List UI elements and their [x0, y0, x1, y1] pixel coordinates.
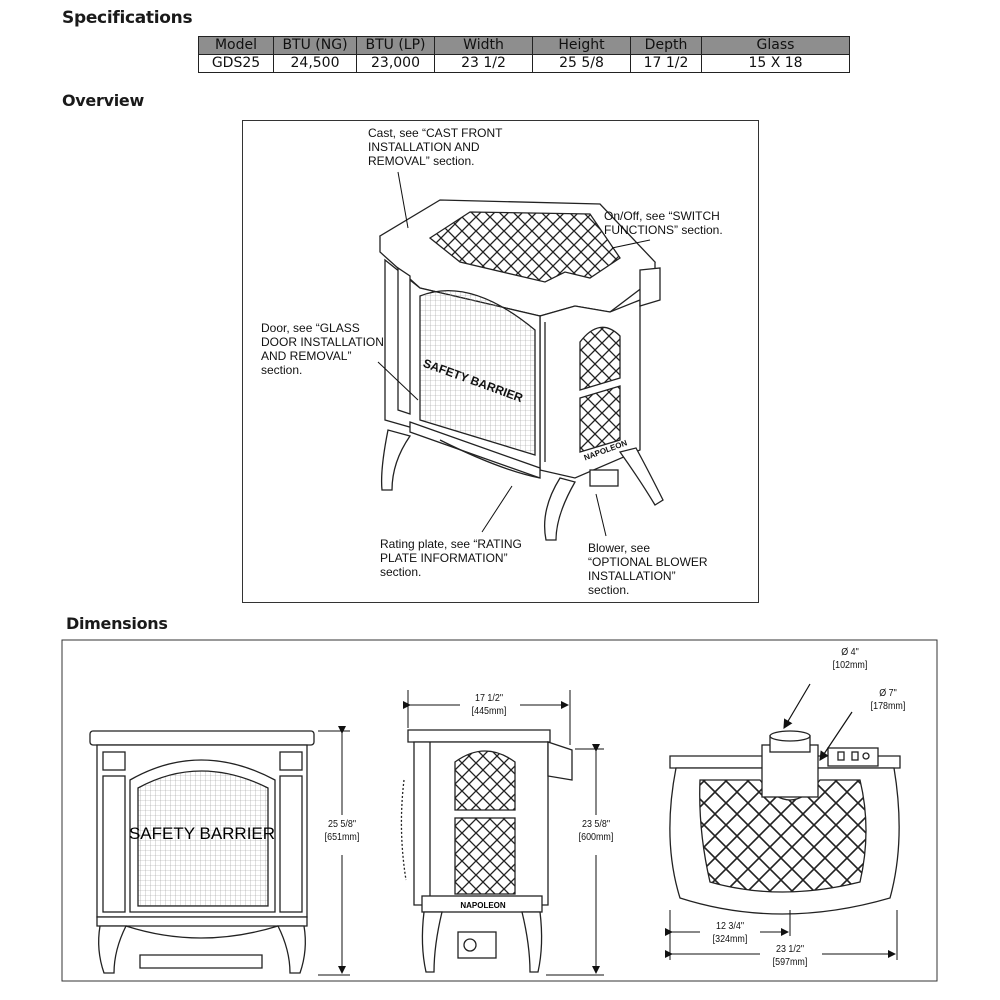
- door-label-line: section.: [261, 363, 303, 377]
- top-width-dims: [665, 910, 898, 960]
- overview-heading: Overview: [62, 91, 144, 110]
- cell-depth: 17 1/2: [630, 54, 702, 73]
- vent-inner-value: Ø 4": [841, 646, 859, 658]
- rating-plate-label: Rating plate, see “RATING PLATE INFORMAT…: [380, 537, 522, 579]
- blower-label-line: “OPTIONAL BLOWER: [588, 555, 708, 569]
- cell-height: 25 5/8: [532, 54, 631, 73]
- side-brand-text: NAPOLEON: [460, 901, 506, 910]
- onoff-label-line: On/Off, see “SWITCH: [604, 209, 720, 223]
- vent-inner-label: Ø 4" [102mm]: [825, 646, 876, 672]
- door-label: Door, see “GLASS DOOR INSTALLATION AND R…: [261, 321, 384, 377]
- cell-btu-lp: 23,000: [356, 54, 435, 73]
- cell-glass: 15 X 18: [701, 54, 850, 73]
- overview-leaders: [377, 171, 651, 537]
- top-full-width-value: 23 1/2": [776, 943, 804, 955]
- side-view-drawing: [400, 729, 573, 973]
- dimensions-frame: [61, 639, 938, 982]
- front-height-label: 25 5/8" [651mm]: [317, 818, 368, 844]
- door-label-line: DOOR INSTALLATION: [261, 335, 384, 349]
- cast-front-label-line: Cast, see “CAST FRONT: [368, 126, 503, 140]
- blower-label-line: Blower, see: [588, 541, 651, 555]
- vent-inner-mm: [102mm]: [832, 659, 868, 671]
- door-label-line: Door, see “GLASS: [261, 321, 360, 335]
- vent-outer-mm: [178mm]: [870, 700, 906, 712]
- rating-plate-label-line: section.: [380, 565, 422, 579]
- dimensions-heading: Dimensions: [66, 614, 168, 633]
- side-height-value: 23 5/8": [582, 818, 610, 830]
- side-height-dim: [546, 744, 604, 976]
- col-height: Height: [532, 36, 631, 55]
- blower-label-line: section.: [588, 583, 630, 597]
- rating-plate-label-line: Rating plate, see “RATING: [380, 537, 522, 551]
- blower-label-line: INSTALLATION”: [588, 569, 676, 583]
- side-height-mm: [600mm]: [578, 831, 614, 843]
- front-height-dim: [318, 726, 350, 976]
- side-depth-value: 17 1/2": [475, 692, 503, 704]
- side-depth-mm: [445mm]: [471, 705, 507, 717]
- front-view-drawing: [89, 730, 315, 974]
- col-model: Model: [198, 36, 274, 55]
- onoff-label: On/Off, see “SWITCH FUNCTIONS” section.: [604, 209, 723, 237]
- cast-front-label-line: REMOVAL” section.: [368, 154, 475, 168]
- specifications-table: Model BTU (NG) BTU (LP) Width Height Dep…: [198, 36, 850, 73]
- spec-header-row: Model BTU (NG) BTU (LP) Width Height Dep…: [198, 36, 850, 55]
- cell-btu-ng: 24,500: [273, 54, 357, 73]
- specifications-heading: Specifications: [62, 8, 193, 28]
- top-leaders: [783, 683, 853, 761]
- cell-model: GDS25: [198, 54, 274, 73]
- vent-outer-label: Ø 7" [178mm]: [863, 687, 914, 713]
- top-full-width-label: 23 1/2" [597mm]: [765, 943, 816, 969]
- cell-width: 23 1/2: [434, 54, 533, 73]
- front-height-value: 25 5/8": [328, 818, 356, 830]
- front-barrier-text: SAFETY BARRIER: [129, 824, 275, 843]
- vent-outer-value: Ø 7": [879, 687, 897, 699]
- top-half-width-value: 12 3/4": [716, 920, 744, 932]
- rating-plate-label-line: PLATE INFORMATION”: [380, 551, 508, 565]
- cast-front-label-line: INSTALLATION AND: [368, 140, 480, 154]
- top-view-drawing: [669, 730, 901, 915]
- side-depth-dim: [403, 690, 571, 745]
- top-full-width-mm: [597mm]: [772, 956, 808, 968]
- top-half-width-label: 12 3/4" [324mm]: [705, 920, 756, 946]
- col-glass: Glass: [701, 36, 850, 55]
- top-half-width-mm: [324mm]: [712, 933, 748, 945]
- side-depth-label: 17 1/2" [445mm]: [464, 692, 515, 718]
- front-height-mm: [651mm]: [324, 831, 360, 843]
- cast-front-label: Cast, see “CAST FRONT INSTALLATION AND R…: [368, 126, 502, 168]
- col-width: Width: [434, 36, 533, 55]
- door-label-line: AND REMOVAL”: [261, 349, 352, 363]
- spec-data-row: GDS25 24,500 23,000 23 1/2 25 5/8 17 1/2…: [198, 54, 850, 73]
- side-height-label: 23 5/8" [600mm]: [571, 818, 622, 844]
- onoff-label-line: FUNCTIONS” section.: [604, 223, 723, 237]
- overview-stove-drawing: [378, 199, 664, 541]
- blower-label: Blower, see “OPTIONAL BLOWER INSTALLATIO…: [588, 541, 708, 597]
